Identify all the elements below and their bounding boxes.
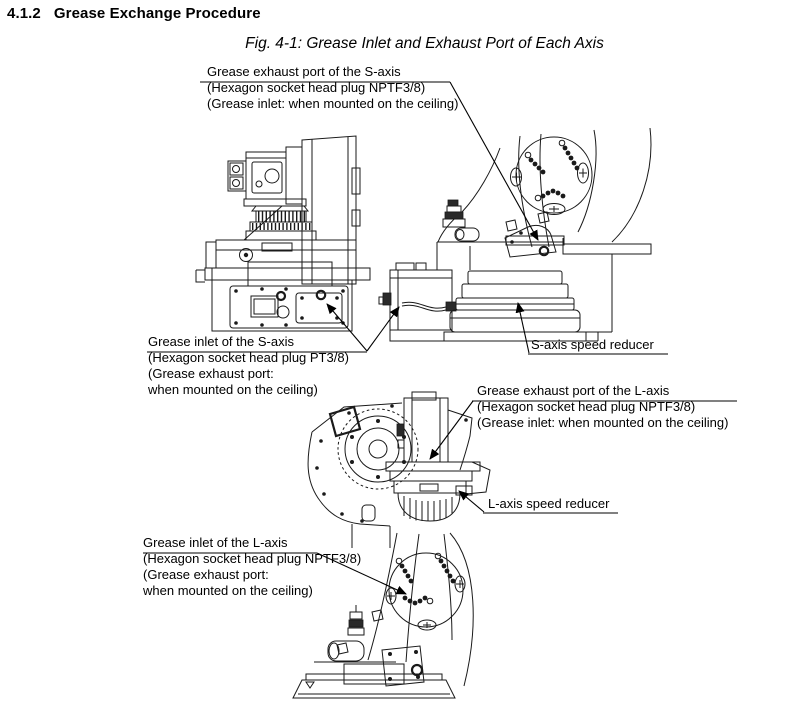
callout-line: Grease exhaust port of the L-axis <box>477 383 670 398</box>
callout-line: when mounted on the ceiling) <box>143 583 313 598</box>
figure-caption: Fig. 4-1: Grease Inlet and Exhaust Port … <box>245 35 604 52</box>
s-reducer-leader-arrow <box>515 302 530 354</box>
callout-line: S-axis speed reducer <box>531 337 654 352</box>
section-heading: 4.1.2 Grease Exchange Procedure <box>7 5 261 22</box>
callout-line: (Grease exhaust port: <box>143 567 269 582</box>
callout-l-reducer: L-axis speed reducer <box>488 496 609 512</box>
l-reducer-leader-arrow <box>458 490 485 513</box>
callout-line: Grease inlet of the S-axis <box>148 334 294 349</box>
s-inlet-leader-arrow-left <box>326 303 368 352</box>
callout-line: Grease inlet of the L-axis <box>143 535 288 550</box>
s-axis-side-view-drawing <box>195 135 371 332</box>
callout-line: (Hexagon socket head plug NPTF3/8) <box>207 80 426 95</box>
s-axis-grease-exhaust-port <box>538 245 550 257</box>
section-title: Grease Exchange Procedure <box>53 5 261 22</box>
callout-line: (Hexagon socket head plug NPTF3/8) <box>143 551 362 566</box>
s-inlet-leader-arrow-right <box>366 306 400 352</box>
l-inlet-leader-arrow <box>316 552 407 595</box>
callout-l-inlet: Grease inlet of the L-axis (Hexagon sock… <box>143 535 361 599</box>
callout-line: when mounted on the ceiling) <box>148 382 318 397</box>
s-axis-grease-inlet-port <box>315 289 327 301</box>
callout-line: (Hexagon socket head plug NPTF3/8) <box>477 399 696 414</box>
callout-line: (Grease inlet: when mounted on the ceili… <box>477 415 729 430</box>
callout-s-reducer: S-axis speed reducer <box>531 337 654 353</box>
callout-line: (Grease exhaust port: <box>148 366 274 381</box>
section-number: 4.1.2 <box>7 5 41 22</box>
l-axis-front-view-drawing <box>292 391 491 699</box>
callout-line: Grease exhaust port of the S-axis <box>207 64 401 79</box>
l-exhaust-leader-arrow <box>429 400 474 460</box>
leader-lines <box>143 81 737 595</box>
callout-l-exhaust: Grease exhaust port of the L-axis (Hexag… <box>477 383 728 431</box>
s-axis-section-view-drawing <box>378 127 652 342</box>
callout-line: (Hexagon socket head plug PT3/8) <box>148 350 349 365</box>
callout-line: (Grease inlet: when mounted on the ceili… <box>207 96 459 111</box>
callout-s-inlet: Grease inlet of the S-axis (Hexagon sock… <box>148 334 349 398</box>
s-exhaust-leader-arrow <box>449 81 539 241</box>
callout-line: L-axis speed reducer <box>488 496 610 511</box>
callout-s-exhaust: Grease exhaust port of the S-axis (Hexag… <box>207 64 458 112</box>
